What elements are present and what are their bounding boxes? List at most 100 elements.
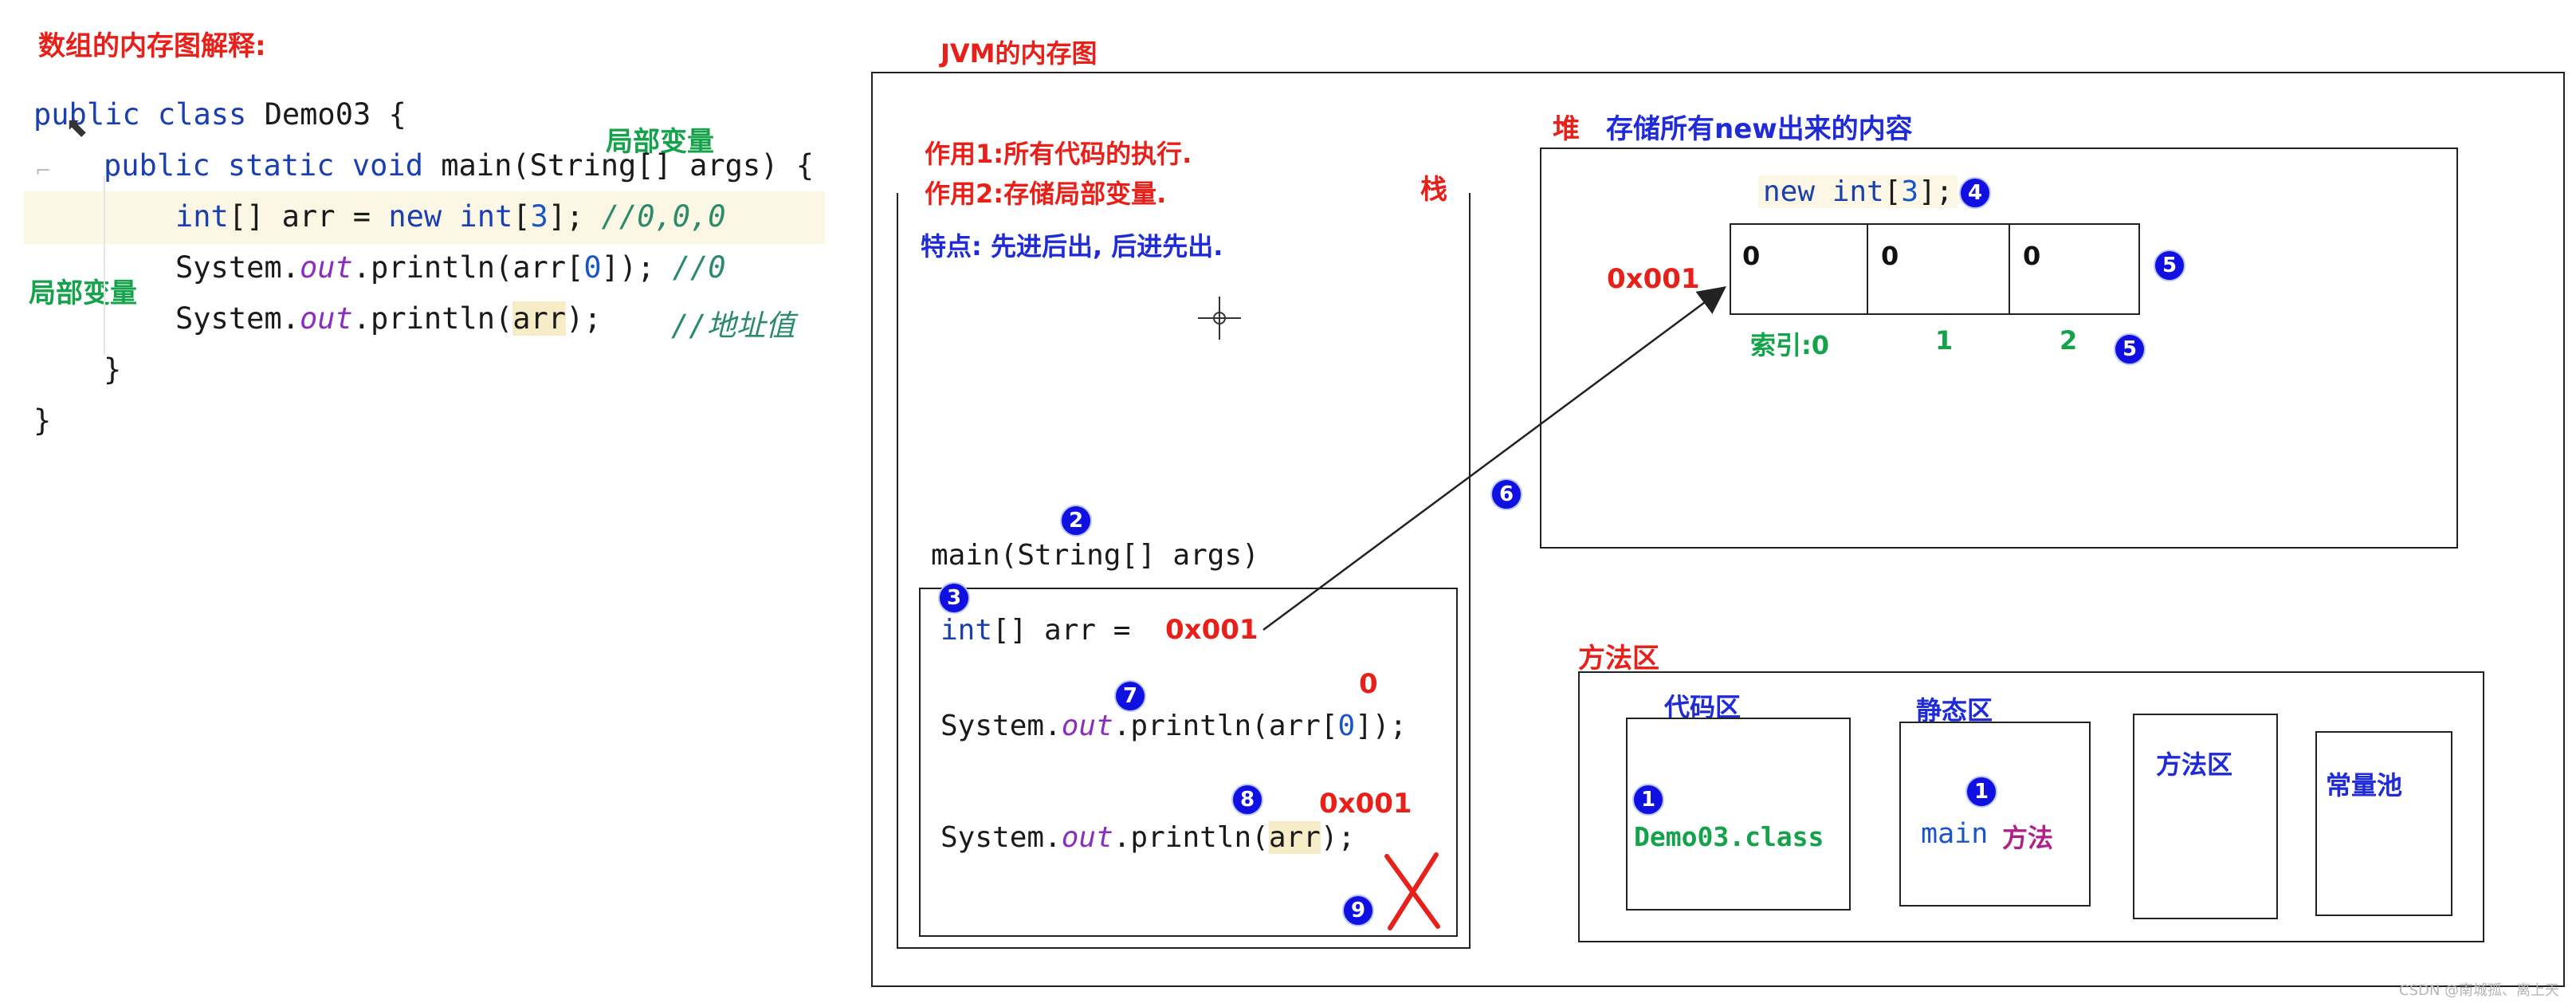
sub-method-area-box xyxy=(2133,714,2278,919)
current-line-highlight xyxy=(24,191,825,244)
step-marker-6: 6 xyxy=(1490,478,1522,510)
array-index-2: 2 xyxy=(2060,325,2078,356)
static-area-label: 静态区 xyxy=(1916,695,1993,726)
left-title: 数组的内存图解释: xyxy=(38,30,266,62)
stack-wall-right xyxy=(1469,193,1471,947)
heap-description: 存储所有new出来的内容 xyxy=(1606,113,1913,145)
static-method-label: 方法 xyxy=(2002,823,2054,853)
fold-marker-1: ⌐ xyxy=(35,159,52,182)
code-text: [ xyxy=(1883,175,1902,208)
code-line-2: public static void main(String[] args) { xyxy=(104,148,814,183)
code-line-6: } xyxy=(104,352,122,387)
code-num: 3 xyxy=(530,199,548,234)
code-area-box xyxy=(1626,718,1851,911)
heap-label: 堆 xyxy=(1553,113,1580,145)
code-field: out xyxy=(1061,710,1113,742)
jvm-frame xyxy=(871,72,2565,987)
code-area-label: 代码区 xyxy=(1664,692,1742,722)
stack-label: 栈 xyxy=(1420,174,1447,206)
step-marker-7: 7 xyxy=(1114,680,1146,712)
stack-print-value: 0 xyxy=(1359,668,1378,700)
code-field: out xyxy=(1061,821,1113,854)
code-num: 0 xyxy=(1337,710,1356,742)
stack-main-signature: main(String[] args) xyxy=(931,539,1259,572)
code-kw: int xyxy=(940,614,993,647)
stack-feature: 特点: 先进后出, 后进先出. xyxy=(921,231,1223,262)
static-area-box xyxy=(1899,722,2091,907)
code-text: System. xyxy=(940,710,1062,742)
code-highlight: arr xyxy=(512,301,567,336)
step-marker-1b: 1 xyxy=(1965,776,1997,808)
stack-role-1: 作用1:所有代码的执行. xyxy=(925,139,1192,169)
class-file-label: Demo03.class xyxy=(1634,821,1824,852)
code-text: ]); xyxy=(601,250,673,285)
heap-address: 0x001 xyxy=(1607,263,1700,295)
code-text: System. xyxy=(175,250,300,285)
code-field: out xyxy=(299,301,353,336)
step-marker-3: 3 xyxy=(938,582,970,614)
array-cell-2: 0 xyxy=(2023,241,2041,271)
code-text: Demo03 { xyxy=(246,97,406,132)
code-text: ]; xyxy=(1918,175,1954,208)
jvm-title: JVM的内存图 xyxy=(940,38,1098,69)
code-text: System. xyxy=(175,301,300,336)
code-text: .println(arr[ xyxy=(1113,710,1338,742)
code-line-7: } xyxy=(33,403,52,438)
code-line-4: System.out.println(arr[0]); //0 xyxy=(175,250,726,285)
code-text: .println( xyxy=(1113,821,1269,854)
stack-line-print-element: System.out.println(arr[0]); xyxy=(940,710,1407,742)
stack-arr-address: 0x001 xyxy=(1165,614,1259,646)
heap-new-expression: new int[3]; xyxy=(1758,175,1958,208)
code-kw: int xyxy=(175,199,229,234)
code-line-3: int[] arr = new int[3]; //0,0,0 xyxy=(175,199,726,234)
heap-box xyxy=(1540,148,2458,549)
array-cell-1: 0 xyxy=(1881,241,1899,271)
step-marker-4: 4 xyxy=(1959,177,1991,209)
step-marker-5a: 5 xyxy=(2154,250,2185,281)
array-box xyxy=(1730,223,2140,315)
step-marker-5b: 5 xyxy=(2114,333,2146,365)
code-text: main(String[] args) { xyxy=(422,148,815,183)
code-line-5: System.out.println(arr); xyxy=(175,301,602,336)
code-text: [] arr = xyxy=(228,199,389,234)
stack-line-print-array: System.out.println(arr); xyxy=(940,821,1355,854)
code-num: 3 xyxy=(1901,175,1919,208)
mouse-cursor-icon: ⬉ xyxy=(65,112,88,144)
local-var-label-left: 局部变量 xyxy=(29,277,137,309)
watermark: CSDN @南城孤、离上天 xyxy=(2399,982,2560,999)
code-highlight: arr xyxy=(1268,821,1321,854)
stack-line-arr: int[] arr = xyxy=(940,614,1130,647)
array-divider-2 xyxy=(2009,223,2010,315)
code-comment: //0 xyxy=(672,250,726,285)
code-text: ]); xyxy=(1355,710,1408,742)
code-field: out xyxy=(299,250,353,285)
array-divider-1 xyxy=(1867,223,1868,315)
method-area-box xyxy=(1578,671,2484,942)
sub-method-area-label: 方法区 xyxy=(2156,749,2233,780)
stack-role-2: 作用2:存储局部变量. xyxy=(925,179,1167,209)
indent-guide-1 xyxy=(104,175,105,355)
constant-pool-box xyxy=(2315,731,2452,916)
static-main-label: main xyxy=(1921,818,1989,850)
constant-pool-label: 常量池 xyxy=(2326,770,2403,800)
code-kw: new int xyxy=(388,199,513,234)
stack-wall-left xyxy=(897,193,898,947)
code-kw: public class xyxy=(33,97,247,132)
code-kw: public static void xyxy=(104,148,423,183)
code-text: ]; xyxy=(548,199,602,234)
main-frame xyxy=(919,588,1458,937)
array-cell-0: 0 xyxy=(1742,241,1761,271)
stack-floor xyxy=(897,947,1471,949)
code-text: ); xyxy=(566,301,602,336)
method-area-label: 方法区 xyxy=(1578,643,1659,675)
code-comment: //0,0,0 xyxy=(601,199,726,234)
pop-cross-icon xyxy=(1384,852,1440,930)
step-marker-1a: 1 xyxy=(1632,784,1664,816)
code-text: ); xyxy=(1320,821,1356,854)
step-marker-8: 8 xyxy=(1231,784,1263,816)
array-index-1: 1 xyxy=(1935,325,1954,356)
local-var-label-top: 局部变量 xyxy=(606,126,714,158)
crosshair-icon xyxy=(1198,297,1241,340)
code-num: 0 xyxy=(583,250,602,285)
